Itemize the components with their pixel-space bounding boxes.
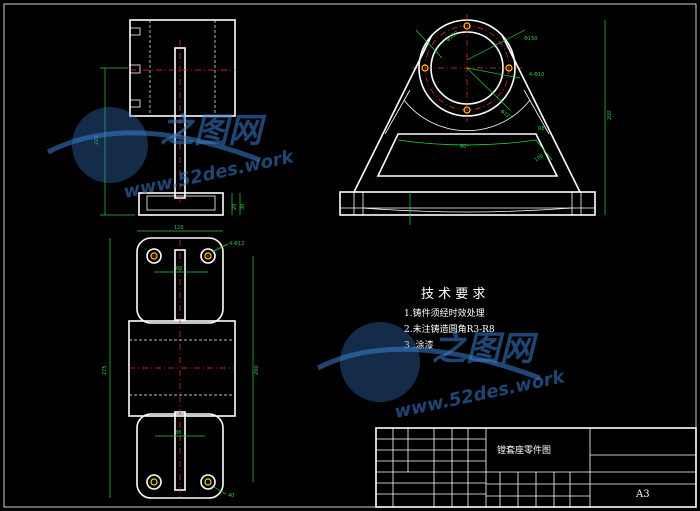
front-dia-outer-label: Φ150: [524, 36, 537, 42]
tech-req-title: 技 术 要 求: [421, 287, 485, 302]
front-dia-bore-label: Φ121: [499, 109, 513, 122]
watermark-bottom: 之图网 www.52des.work: [316, 322, 568, 423]
plan-pitch-label: 60: [176, 266, 182, 272]
front-height-label: 200: [607, 110, 613, 120]
tech-req-item-1: 1.铸件须经时效处理: [404, 307, 485, 319]
side-view: 220 20 30: [94, 19, 246, 216]
front-web-label: 100: [534, 153, 545, 163]
front-view: Φ150 Φ180 4-Φ10 Φ121 R8 60° 200 100: [339, 14, 613, 225]
watermark-site-bottom: www.52des.work: [393, 366, 568, 423]
title-block: 镗套座零件图 A3: [375, 427, 697, 508]
side-base-label: 20: [232, 204, 238, 210]
front-fillet-label: R8: [538, 126, 545, 132]
front-dia-pcd-label: Φ180: [445, 30, 459, 43]
drawing-border: [3, 3, 697, 508]
watermark-logo-bottom: 之图网: [432, 329, 539, 369]
watermark-top: 之图网 www.52des.work: [46, 107, 297, 203]
tech-req-item-2: 2.未注铸造圆角R3-R8: [404, 323, 495, 335]
front-bolt-label: 4-Φ10: [529, 72, 544, 78]
side-base-label-2: 30: [240, 204, 246, 210]
plan-width-label: 120: [174, 225, 184, 231]
plan-hole-label: 4-Φ12: [229, 241, 244, 247]
plan-hole-pitch-label: 200: [254, 365, 260, 375]
watermark-logo-top: 之图网: [160, 111, 267, 151]
sheet-size: A3: [635, 489, 650, 500]
plan-view: 120 4-Φ12 60 275 200 30 40: [102, 225, 260, 499]
front-angle-label: 60°: [460, 144, 469, 150]
plan-corner-label: 40: [228, 493, 234, 499]
side-height-label: 220: [94, 135, 100, 145]
technical-requirements: 技 术 要 求 1.铸件须经时效处理 2.未注铸造圆角R3-R8 3 .涂漆: [404, 287, 495, 351]
plan-length-label: 275: [102, 365, 108, 375]
plan-slot-label: 30: [175, 430, 181, 436]
drawing-name: 镗套座零件图: [497, 444, 551, 456]
watermark-site-top: www.52des.work: [122, 146, 297, 203]
